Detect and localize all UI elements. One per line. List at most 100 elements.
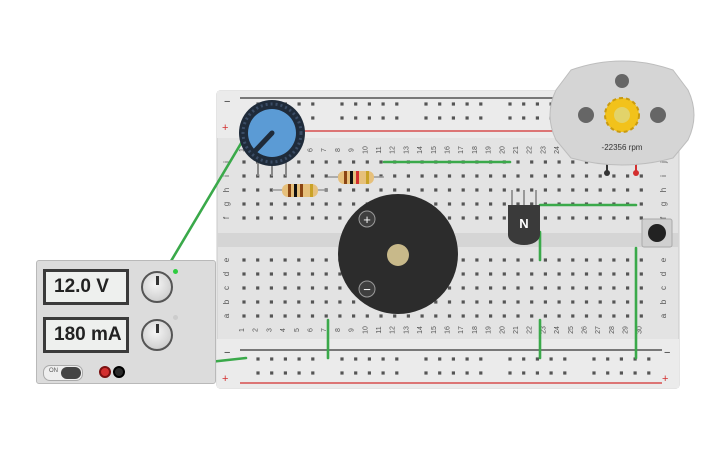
breadboard-hole[interactable] xyxy=(584,216,589,220)
breadboard-hole[interactable] xyxy=(606,371,610,375)
breadboard-hole[interactable] xyxy=(310,174,315,178)
breadboard-hole[interactable] xyxy=(270,371,274,375)
breadboard-hole[interactable] xyxy=(612,286,616,290)
breadboard-hole[interactable] xyxy=(639,300,643,304)
breadboard-hole[interactable] xyxy=(598,188,602,192)
breadboard-hole[interactable] xyxy=(340,102,344,106)
breadboard-hole[interactable] xyxy=(242,300,246,304)
breadboard-hole[interactable] xyxy=(502,188,506,192)
breadboard-hole[interactable] xyxy=(530,258,534,262)
breadboard-hole[interactable] xyxy=(530,160,534,164)
breadboard-hole[interactable] xyxy=(489,286,493,290)
breadboard-hole[interactable] xyxy=(557,174,561,178)
breadboard-hole[interactable] xyxy=(584,314,589,318)
breadboard-hole[interactable] xyxy=(598,174,602,178)
breadboard-hole[interactable] xyxy=(535,116,539,120)
breadboard-hole[interactable] xyxy=(365,160,369,164)
breadboard-hole[interactable] xyxy=(393,188,397,192)
breadboard-hole[interactable] xyxy=(516,174,520,178)
breadboard-hole[interactable] xyxy=(297,300,301,304)
breadboard-hole[interactable] xyxy=(297,160,301,164)
breadboard-hole[interactable] xyxy=(479,102,483,106)
breadboard-hole[interactable] xyxy=(557,216,561,220)
breadboard-hole[interactable] xyxy=(563,357,567,361)
breadboard-hole[interactable] xyxy=(522,357,526,361)
breadboard-hole[interactable] xyxy=(434,314,438,318)
breadboard-hole[interactable] xyxy=(639,258,643,262)
breadboard-hole[interactable] xyxy=(461,174,465,178)
breadboard-hole[interactable] xyxy=(612,174,616,178)
breadboard-hole[interactable] xyxy=(242,286,246,290)
breadboard-hole[interactable] xyxy=(447,300,452,304)
breadboard-hole[interactable] xyxy=(502,272,506,276)
breadboard-hole[interactable] xyxy=(338,202,342,206)
breadboard-hole[interactable] xyxy=(395,371,399,375)
breadboard-hole[interactable] xyxy=(612,258,616,262)
breadboard-hole[interactable] xyxy=(571,314,575,318)
breadboard-hole[interactable] xyxy=(434,300,438,304)
breadboard-hole[interactable] xyxy=(461,314,465,318)
breadboard-hole[interactable] xyxy=(647,357,651,361)
breadboard-hole[interactable] xyxy=(324,258,328,262)
breadboard-hole[interactable] xyxy=(352,300,356,304)
breadboard-hole[interactable] xyxy=(395,116,399,120)
breadboard-hole[interactable] xyxy=(379,174,383,178)
breadboard-hole[interactable] xyxy=(598,272,602,276)
breadboard-hole[interactable] xyxy=(612,314,616,318)
breadboard-hole[interactable] xyxy=(633,371,637,375)
breadboard-hole[interactable] xyxy=(502,202,506,206)
breadboard-hole[interactable] xyxy=(557,286,561,290)
breadboard-hole[interactable] xyxy=(619,357,623,361)
breadboard-hole[interactable] xyxy=(598,314,602,318)
breadboard-hole[interactable] xyxy=(489,202,493,206)
breadboard-hole[interactable] xyxy=(310,286,315,290)
breadboard-hole[interactable] xyxy=(324,174,328,178)
breadboard-hole[interactable] xyxy=(626,286,630,290)
breadboard-hole[interactable] xyxy=(367,102,371,106)
breadboard-hole[interactable] xyxy=(451,371,455,375)
breadboard-hole[interactable] xyxy=(420,174,424,178)
npn-transistor[interactable]: N xyxy=(508,190,540,245)
breadboard-hole[interactable] xyxy=(310,202,315,206)
breadboard-hole[interactable] xyxy=(393,174,397,178)
breadboard-hole[interactable] xyxy=(571,160,575,164)
breadboard-hole[interactable] xyxy=(242,216,246,220)
breadboard-hole[interactable] xyxy=(283,258,287,262)
breadboard-hole[interactable] xyxy=(269,202,273,206)
breadboard-hole[interactable] xyxy=(571,258,575,262)
breadboard-hole[interactable] xyxy=(530,188,534,192)
breadboard-hole[interactable] xyxy=(270,357,274,361)
breadboard-hole[interactable] xyxy=(475,272,479,276)
breadboard-hole[interactable] xyxy=(324,300,328,304)
breadboard-hole[interactable] xyxy=(297,174,301,178)
breadboard-hole[interactable] xyxy=(283,371,287,375)
breadboard-hole[interactable] xyxy=(479,371,483,375)
power-toggle[interactable]: ON xyxy=(43,365,83,381)
piezo-buzzer[interactable]: + − xyxy=(338,194,458,314)
breadboard-hole[interactable] xyxy=(633,357,637,361)
breadboard-hole[interactable] xyxy=(584,300,589,304)
breadboard-hole[interactable] xyxy=(381,371,385,375)
breadboard-hole[interactable] xyxy=(557,300,561,304)
breadboard-hole[interactable] xyxy=(406,174,410,178)
breadboard-hole[interactable] xyxy=(502,314,506,318)
breadboard-hole[interactable] xyxy=(543,216,547,220)
breadboard-hole[interactable] xyxy=(489,314,493,318)
breadboard-hole[interactable] xyxy=(639,286,643,290)
breadboard-hole[interactable] xyxy=(269,188,273,192)
breadboard-hole[interactable] xyxy=(571,216,575,220)
breadboard-hole[interactable] xyxy=(338,300,342,304)
breadboard-hole[interactable] xyxy=(626,300,630,304)
breadboard-hole[interactable] xyxy=(530,286,534,290)
breadboard-hole[interactable] xyxy=(535,371,539,375)
breadboard-hole[interactable] xyxy=(354,116,358,120)
breadboard-hole[interactable] xyxy=(256,272,260,276)
breadboard-hole[interactable] xyxy=(543,314,547,318)
breadboard-hole[interactable] xyxy=(297,258,301,262)
breadboard-hole[interactable] xyxy=(256,258,260,262)
breadboard-hole[interactable] xyxy=(311,102,315,106)
breadboard-hole[interactable] xyxy=(438,116,442,120)
breadboard-hole[interactable] xyxy=(297,314,301,318)
breadboard-hole[interactable] xyxy=(256,357,260,361)
breadboard-hole[interactable] xyxy=(584,258,589,262)
